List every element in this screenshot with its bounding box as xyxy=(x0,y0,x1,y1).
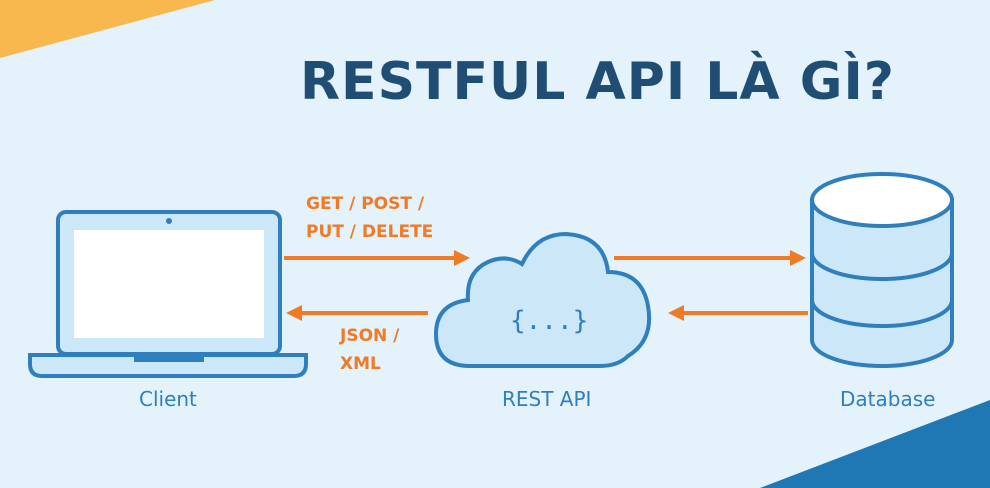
database-icon xyxy=(810,172,954,368)
request-methods-line-1: GET / POST / xyxy=(306,194,425,214)
response-format-line-1: JSON / xyxy=(340,326,400,346)
rest-api-label: REST API xyxy=(502,387,592,411)
corner-decoration-top-left xyxy=(0,0,215,58)
corner-decoration-bottom-right xyxy=(760,400,990,488)
request-methods-line-2: PUT / DELETE xyxy=(306,222,434,242)
laptop-icon xyxy=(28,210,308,378)
arrow-client-to-api xyxy=(284,250,470,266)
request-methods-label: GET / POST / PUT / DELETE xyxy=(306,190,433,246)
arrow-api-to-client xyxy=(286,305,428,321)
response-format-line-2: XML xyxy=(340,354,381,374)
cloud-inner-text: {...} xyxy=(510,306,589,336)
page-title: RESTFUL API LÀ GÌ? xyxy=(300,52,895,112)
arrow-database-to-api xyxy=(668,305,808,321)
client-label: Client xyxy=(139,387,197,411)
database-label: Database xyxy=(840,387,936,411)
response-format-label: JSON / XML xyxy=(340,322,399,378)
arrow-api-to-database xyxy=(614,250,806,266)
cloud-icon xyxy=(433,231,651,368)
